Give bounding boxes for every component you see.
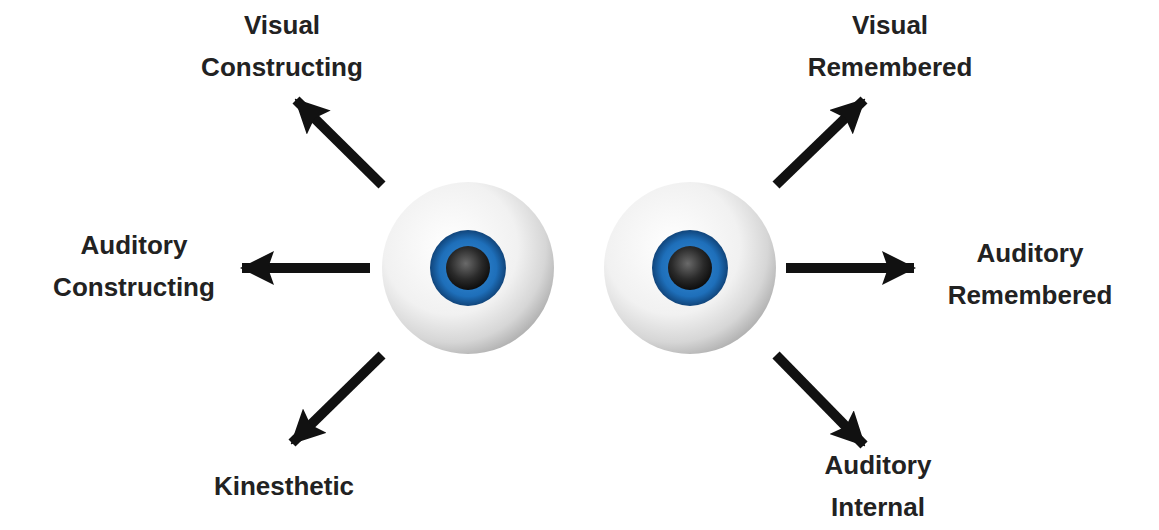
gaze-label: Auditory Constructing — [29, 224, 239, 308]
arrow — [776, 100, 864, 185]
direction-arrows — [242, 100, 914, 445]
gaze-label: Kinesthetic — [174, 465, 394, 507]
left-eye — [382, 182, 554, 354]
gaze-label: Visual Remembered — [780, 4, 1000, 88]
gaze-label: Visual Constructing — [172, 4, 392, 88]
arrow — [296, 100, 382, 185]
arrow — [786, 263, 914, 273]
arrow — [242, 263, 370, 273]
arrow — [776, 355, 864, 445]
gaze-label: Auditory Remembered — [920, 232, 1140, 316]
arrow — [292, 355, 382, 443]
right-eye — [604, 182, 776, 354]
gaze-label: Auditory Internal — [778, 444, 978, 528]
